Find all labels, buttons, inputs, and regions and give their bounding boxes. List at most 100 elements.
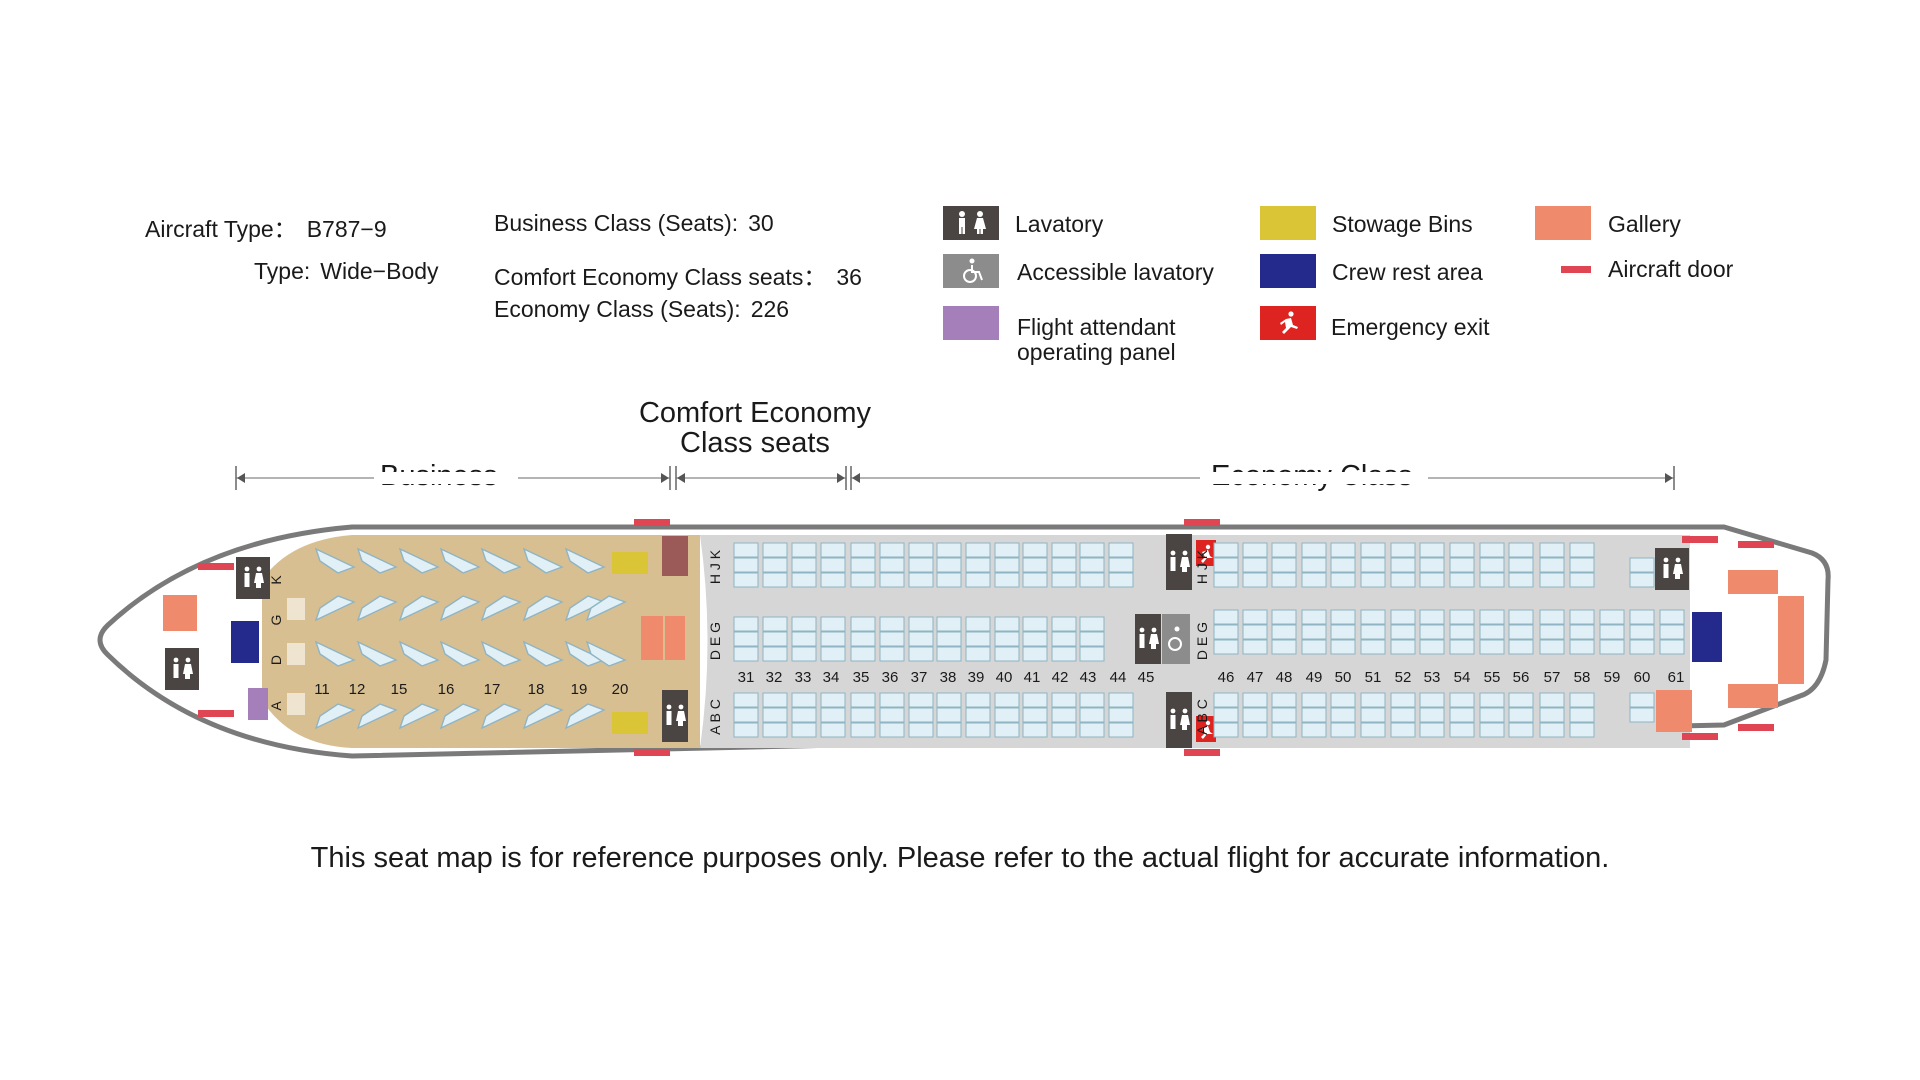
lavatory-woman-legs bbox=[1182, 567, 1187, 572]
emergency-exit-lower bbox=[1196, 716, 1216, 742]
economy-row-number: 48 bbox=[1276, 669, 1293, 686]
economy-seat-hjk bbox=[1360, 557, 1386, 573]
economy-seat-hjk bbox=[1271, 557, 1297, 573]
comfort-seat-abc bbox=[936, 722, 962, 738]
business-seat-a bbox=[439, 703, 481, 730]
lavatory-woman-legs bbox=[1151, 644, 1156, 649]
comfort-row-number: 45 bbox=[1138, 669, 1155, 686]
economy-seat-hjk bbox=[1330, 572, 1356, 588]
economy-seat-deg bbox=[1213, 639, 1239, 655]
aircraft-door-legend-label: Aircraft door bbox=[1608, 256, 1734, 282]
front-hjk-letters: H J K bbox=[707, 549, 723, 584]
economy-seat-abc bbox=[1479, 692, 1505, 708]
comfort-seat-abc bbox=[850, 722, 876, 738]
business-seat-a bbox=[314, 703, 356, 730]
economy-seat-abc bbox=[1301, 722, 1327, 738]
economy-seat-deg bbox=[1569, 609, 1595, 625]
aircraft-door bbox=[1682, 733, 1718, 740]
crew-rest-area bbox=[231, 621, 259, 663]
comfort-seat-deg bbox=[762, 631, 788, 647]
business-seat-k bbox=[522, 547, 564, 574]
aircraft-type-info: Aircraft Type：B787−9 bbox=[145, 216, 387, 242]
economy-seat-hjk bbox=[1213, 572, 1239, 588]
economy-seat-hjk bbox=[1301, 572, 1327, 588]
lavatory-woman-legs bbox=[185, 674, 190, 679]
comfort-seat-deg bbox=[791, 616, 817, 632]
lavatory-man-body bbox=[666, 711, 672, 725]
fa-panel bbox=[248, 688, 268, 720]
comfort-seat-hjk bbox=[1022, 572, 1048, 588]
comfort-row-number: 32 bbox=[766, 669, 783, 686]
lavatory-woman-body bbox=[1149, 634, 1159, 644]
economy-seat-deg bbox=[1360, 609, 1386, 625]
aircraft-door bbox=[634, 519, 670, 526]
comfort-seat-abc bbox=[850, 692, 876, 708]
economy-seat-deg bbox=[1539, 639, 1565, 655]
lavatory-man-head bbox=[244, 566, 250, 572]
galley bbox=[641, 616, 663, 660]
economy-seat-hjk bbox=[1390, 542, 1416, 558]
comfort-seat-hjk bbox=[762, 557, 788, 573]
economy-seat-hjk bbox=[1419, 542, 1445, 558]
comfort-seat-deg bbox=[850, 616, 876, 632]
comfort-seat-abc bbox=[1022, 692, 1048, 708]
comfort-seat-hjk bbox=[908, 572, 934, 588]
comfort-seat-deg bbox=[936, 616, 962, 632]
economy-seat-deg bbox=[1330, 609, 1356, 625]
economy-seat-abc bbox=[1449, 692, 1475, 708]
galley bbox=[1728, 570, 1778, 594]
galley bbox=[665, 616, 685, 660]
economy-seat-abc bbox=[1242, 692, 1268, 708]
emergency-exit-legend-label: Emergency exit bbox=[1331, 314, 1490, 340]
stowage-bin bbox=[612, 552, 648, 574]
economy-seat-deg bbox=[1629, 624, 1655, 640]
economy-seat-hjk bbox=[1330, 542, 1356, 558]
business-seat-g bbox=[522, 595, 564, 622]
economy-seat-abc bbox=[1508, 722, 1534, 738]
economy-seat-deg bbox=[1569, 639, 1595, 655]
economy-seat-abc bbox=[1330, 707, 1356, 723]
comfort-row-number: 43 bbox=[1080, 669, 1097, 686]
economy-seat-deg bbox=[1330, 639, 1356, 655]
comfort-seat-hjk bbox=[820, 572, 846, 588]
economy-row-number: 50 bbox=[1335, 669, 1352, 686]
economy-seat-abc bbox=[1271, 707, 1297, 723]
stowage-legend-icon bbox=[1260, 206, 1316, 240]
comfort-seat-hjk bbox=[1108, 572, 1134, 588]
comfort-seat-abc bbox=[965, 692, 991, 708]
business-row-number: 16 bbox=[438, 681, 455, 698]
exit-runner-head bbox=[1205, 720, 1211, 726]
comfort-seat-abc bbox=[820, 692, 846, 708]
business-row-number: 12 bbox=[349, 681, 366, 698]
business-seat-letter-d: D bbox=[268, 655, 284, 665]
lavatory-man-head bbox=[1663, 557, 1669, 563]
lavatory-woman-body bbox=[1180, 715, 1190, 725]
comfort-seat-deg bbox=[1079, 631, 1105, 647]
crew-rest-legend-label: Crew rest area bbox=[1332, 259, 1483, 285]
lavatory-woman-legs bbox=[256, 583, 261, 588]
comfort-seat-abc bbox=[879, 707, 905, 723]
business-seat-d bbox=[480, 640, 522, 667]
lavatory-man-body bbox=[1170, 557, 1176, 571]
comfort-seat-deg bbox=[908, 631, 934, 647]
economy-seat-hjk bbox=[1390, 557, 1416, 573]
economy-row-number: 57 bbox=[1544, 669, 1561, 686]
emergency-exit-upper bbox=[1196, 540, 1216, 566]
comfort-seat-deg bbox=[1051, 646, 1077, 662]
economy-seat-hjk bbox=[1629, 572, 1655, 588]
economy-seat-deg bbox=[1390, 639, 1416, 655]
economy-seat-abc bbox=[1449, 722, 1475, 738]
lavatory-woman-body bbox=[183, 664, 193, 674]
comfort-seat-hjk bbox=[820, 557, 846, 573]
comfort-extent-line-start-arrow bbox=[677, 473, 685, 483]
economy-seat-hjk bbox=[1301, 557, 1327, 573]
business-cabin-floor bbox=[262, 535, 700, 748]
economy-seat-deg bbox=[1213, 609, 1239, 625]
front-abc-letters: A B C bbox=[707, 699, 723, 735]
business-seat-k bbox=[356, 547, 398, 574]
comfort-seat-deg bbox=[936, 631, 962, 647]
economy-seat-deg bbox=[1508, 609, 1534, 625]
comfort-seat-abc bbox=[1022, 722, 1048, 738]
economy-seat-hjk bbox=[1242, 542, 1268, 558]
lavatory-woman-head bbox=[256, 566, 262, 572]
